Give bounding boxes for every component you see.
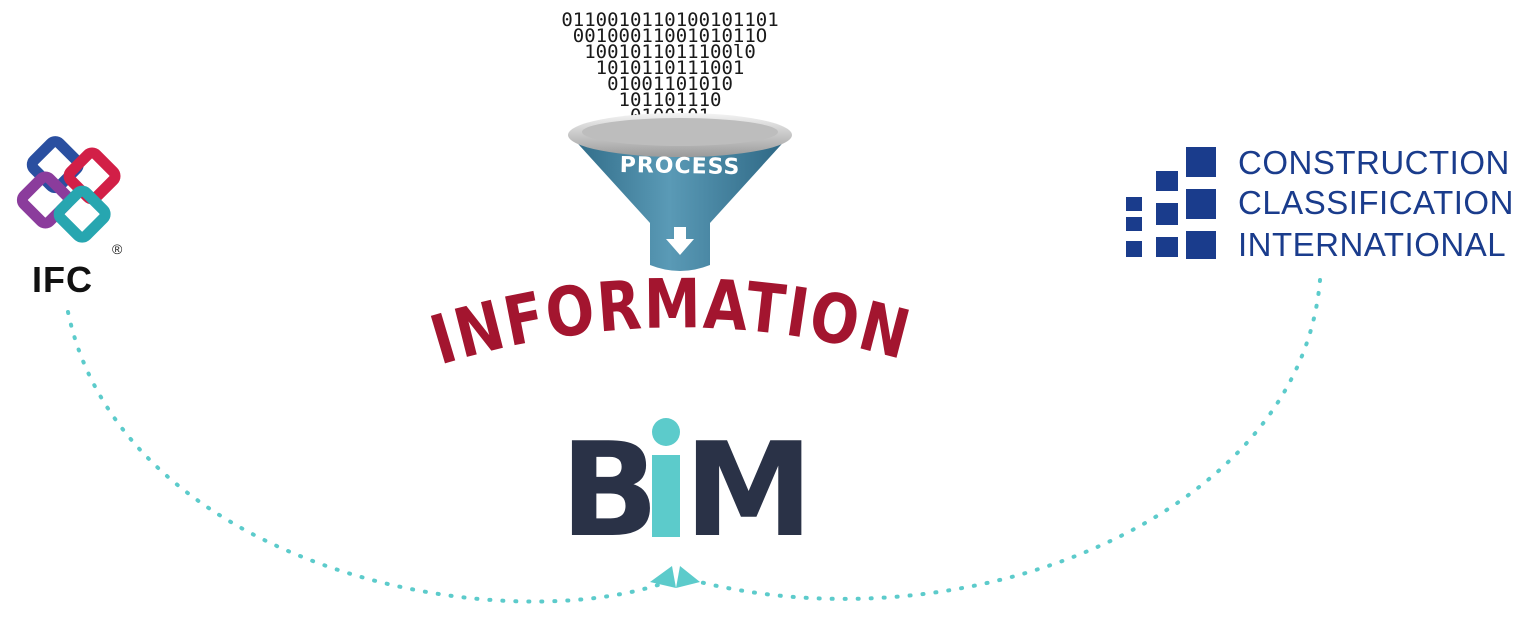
ifc-label: IFC bbox=[32, 259, 93, 300]
ifc-logo-icon bbox=[16, 136, 121, 243]
ifc-to-bim-connector bbox=[66, 310, 660, 604]
information-text: INFORMATION bbox=[430, 270, 919, 380]
binary-row: 0010001100101011O bbox=[572, 25, 768, 47]
information-heading: INFORMATION bbox=[430, 270, 919, 380]
binary-row: 101101110 bbox=[618, 89, 722, 111]
cci-to-bim-connector bbox=[690, 278, 1322, 601]
binary-row: 0110010110100101101 bbox=[561, 9, 779, 31]
cci-logo-icon bbox=[1126, 147, 1216, 259]
registered-mark: ® bbox=[112, 241, 123, 257]
cci-line-classification: CLASSIFICATION bbox=[1238, 184, 1514, 221]
bim-letter-b: B bbox=[560, 414, 659, 560]
cci-line-international: INTERNATIONAL bbox=[1238, 226, 1507, 263]
binary-data-stream: 0110010110100101101 0010001100101011O 10… bbox=[520, 9, 820, 126]
bim-letter-i-dot bbox=[652, 418, 680, 446]
bim-letter-i-stem bbox=[652, 455, 680, 537]
process-label: PROCESS bbox=[619, 152, 741, 181]
bim-logo: B M bbox=[560, 414, 813, 560]
cci-line-construction: CONSTRUCTION bbox=[1238, 144, 1510, 181]
arrowhead-right-icon bbox=[676, 566, 700, 588]
binary-row: 1010110111001 bbox=[595, 57, 745, 79]
binary-row: 01001101010 bbox=[607, 73, 733, 95]
binary-row: 1001011011100l0 bbox=[584, 41, 756, 63]
bim-letter-m: M bbox=[684, 414, 813, 560]
funnel-icon bbox=[568, 113, 792, 271]
arrowhead-left-icon bbox=[650, 566, 676, 588]
